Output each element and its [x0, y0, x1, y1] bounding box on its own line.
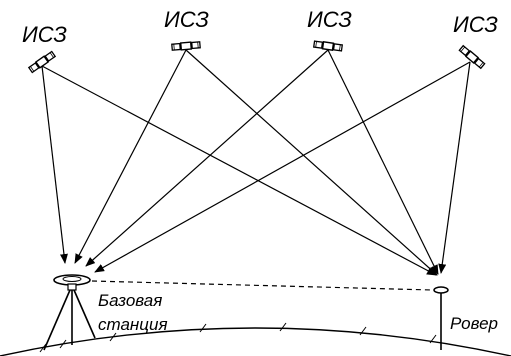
baseline-dashed: [91, 280, 433, 291]
signal-rays: [41, 49, 471, 276]
ray-sat4-rover: [438, 61, 471, 274]
satellite-icon: [312, 39, 344, 53]
ray-sat3-base: [85, 49, 329, 267]
rover-label: Ровер: [450, 314, 498, 333]
ground-line: [0, 327, 511, 356]
base-station-label-line1: Базовая: [98, 291, 162, 310]
tripod-receiver-icon: [43, 274, 96, 351]
ray-sat3-rover: [327, 49, 439, 275]
satellite-label: ИСЗ: [453, 12, 498, 37]
ray-sat2-rover: [185, 49, 438, 276]
satellite-label: ИСЗ: [164, 7, 209, 32]
satellite-label: ИСЗ: [22, 22, 67, 47]
ray-sat1-rover: [41, 65, 437, 276]
ground-hatching: [39, 322, 437, 353]
base-station-label-line2: станция: [98, 315, 168, 334]
satellite-label: ИСЗ: [307, 7, 352, 32]
rover-antenna-icon: [433, 286, 449, 350]
ray-sat2-base: [74, 49, 187, 264]
satellite-icon: [458, 44, 486, 70]
ray-sat4-base: [94, 61, 471, 273]
satellite-icon: [171, 40, 201, 52]
ray-sat1-base: [41, 65, 68, 264]
